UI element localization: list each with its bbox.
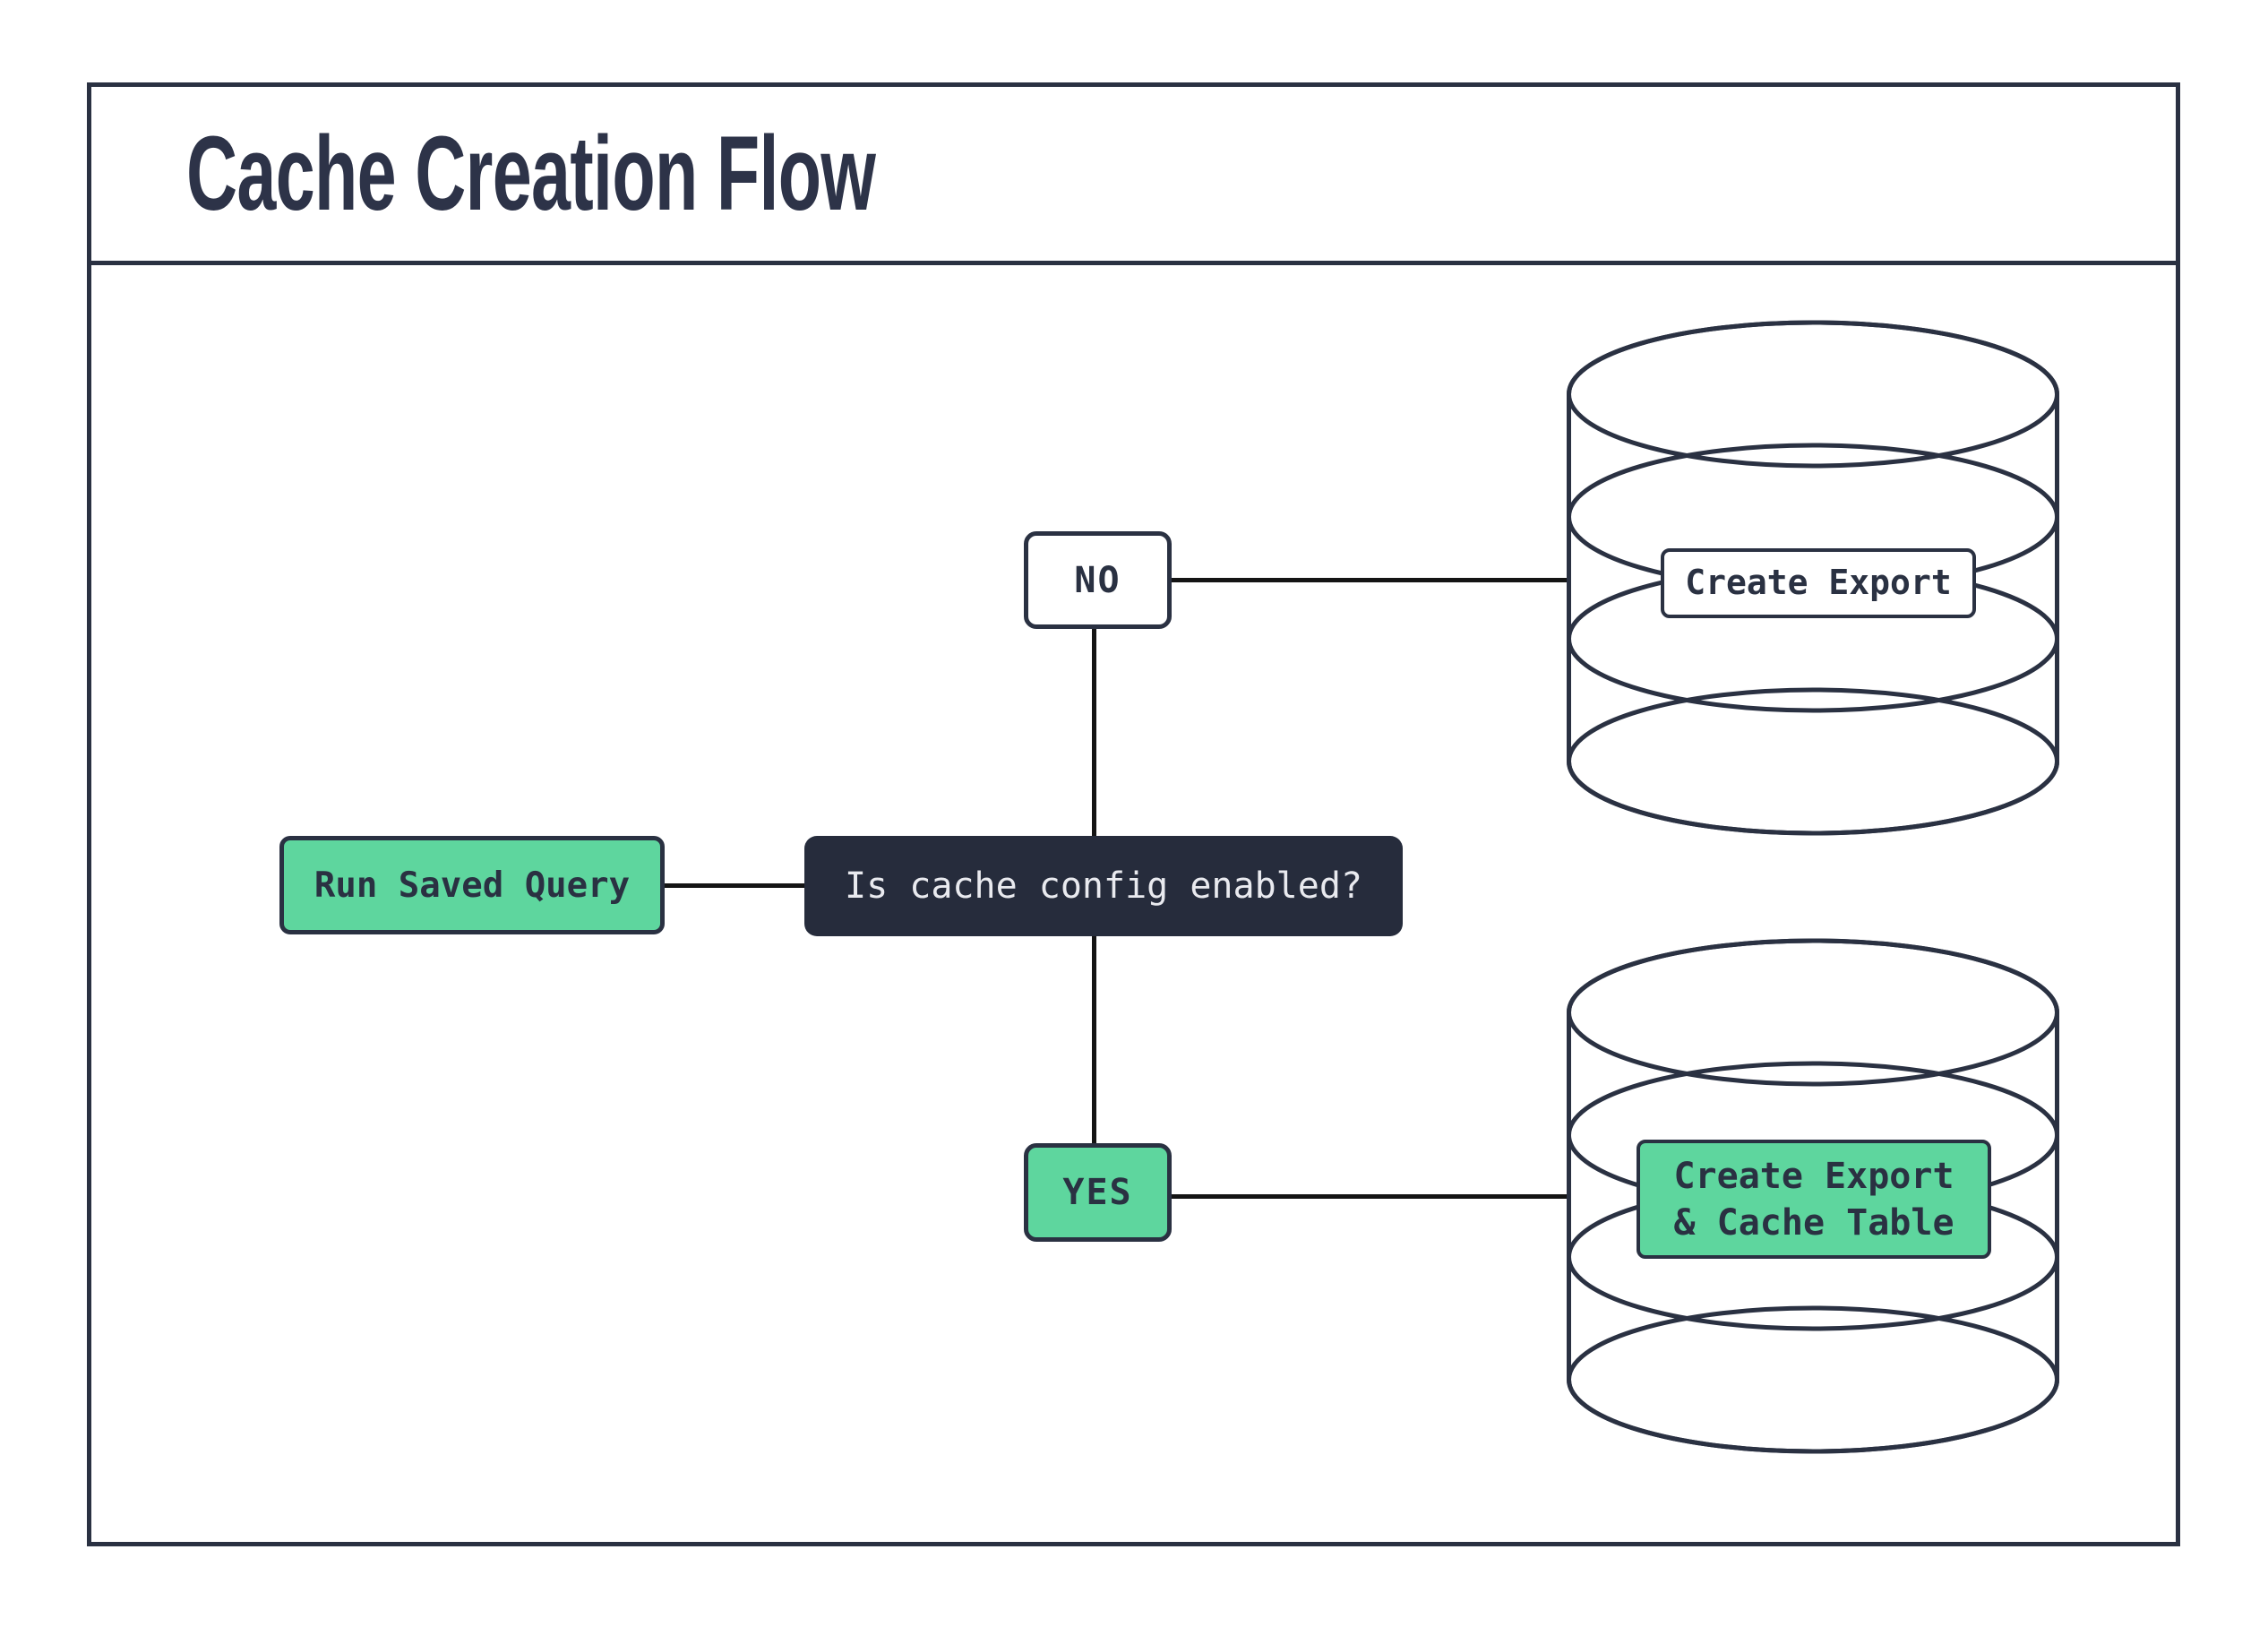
create-export-label: Create Export	[1661, 548, 1976, 618]
connector-start-to-decision	[665, 883, 804, 888]
connector-decision-to-yes	[1092, 936, 1096, 1143]
create-export-cache-line2: & Cache Table	[1673, 1201, 1954, 1244]
branch-yes-label: YES	[1062, 1172, 1133, 1213]
branch-node-yes: YES	[1024, 1143, 1172, 1242]
start-node-run-saved-query: Run Saved Query	[279, 836, 665, 934]
connector-no-to-database	[1172, 578, 1568, 582]
create-export-cache-line1: Create Export	[1673, 1155, 1954, 1197]
connector-yes-to-database	[1172, 1194, 1568, 1199]
create-export-cache-table-label: Create Export & Cache Table	[1637, 1140, 1991, 1259]
decision-node-cache-config: Is cache config enabled?	[804, 836, 1403, 936]
branch-no-label: NO	[1074, 559, 1121, 601]
branch-node-no: NO	[1024, 531, 1172, 629]
create-export-label-text: Create Export	[1685, 563, 1952, 603]
header-band: Cache Creation Flow	[91, 87, 2176, 265]
start-node-label: Run Saved Query	[314, 865, 631, 906]
decision-node-label: Is cache config enabled?	[845, 865, 1362, 907]
connector-decision-to-no	[1092, 629, 1096, 836]
page-title: Cache Creation Flow	[186, 115, 876, 233]
